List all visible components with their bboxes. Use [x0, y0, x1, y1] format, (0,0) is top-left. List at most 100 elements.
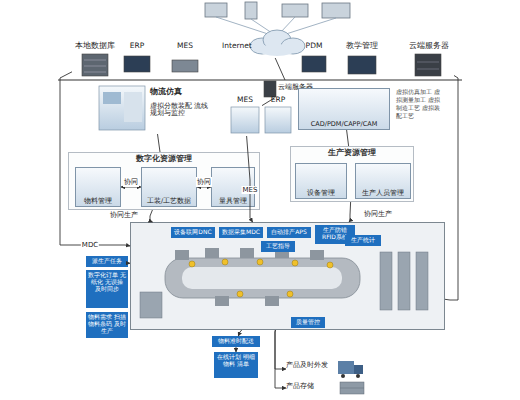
node-text: 虚拟仿真加工 虚拟测量加工 虚拟制造工艺 虚拟装配工艺 [396, 88, 442, 120]
tag-box: 物料准时配送 [212, 336, 260, 347]
tag-box: 质量管控 [291, 317, 325, 328]
machine [175, 250, 189, 260]
node-text: 本地数据库 [72, 42, 118, 51]
machines [175, 248, 324, 306]
node-text: 物流仿真 [150, 88, 210, 97]
node-text: 设备管理 [307, 190, 335, 197]
panel-art [99, 86, 291, 133]
node-text: 教学管理 [340, 42, 384, 51]
node-text: 设备联网DNC [173, 228, 213, 235]
delivery-icons [338, 361, 364, 394]
screen-panel: CAD/PDM/CAPP/CAM [298, 88, 390, 130]
wire [286, 18, 336, 34]
machine [240, 248, 254, 258]
shelves [140, 252, 428, 318]
screenshot [99, 86, 145, 130]
group-box: 生产资源管理设备管理生产人员管理 [290, 146, 414, 202]
rack-line [340, 388, 364, 389]
tag-box: 在线计划 明细物料 清单 [214, 352, 258, 378]
wire [251, 19, 272, 33]
storage-rack [340, 382, 364, 394]
connector [158, 134, 161, 152]
text-box: 产品存储 [286, 381, 366, 395]
screen-panel: 工装/工艺数据 [141, 167, 197, 207]
node-text: 云端服务器 [404, 42, 454, 51]
device-icon-box: PDM [296, 42, 332, 78]
device-icon-box: 教学管理 [340, 42, 384, 78]
tag-box: 数字化订单 无纸化 无误操 及时同步 [86, 270, 128, 308]
node-text: 工装/工艺数据 [147, 198, 191, 205]
tag-box: 生产统计 [345, 235, 381, 246]
connector [349, 202, 351, 222]
truck-wheel [356, 374, 360, 378]
monitor-icon [302, 56, 326, 72]
node-text: ERP [262, 96, 294, 105]
machine [205, 248, 219, 258]
tag-box: 设备联网DNC [171, 227, 215, 238]
floor-fill [131, 223, 444, 329]
node-text: 产品存储 [286, 383, 366, 390]
connector [128, 263, 130, 264]
screen-panel: 设备管理 [295, 163, 347, 199]
screen-panel: 生产人员管理 [355, 163, 411, 199]
shelf [140, 292, 162, 318]
device-icon [282, 4, 308, 17]
node-text: 派生产任务 [88, 257, 126, 264]
node-text: 物料管理 [84, 198, 112, 205]
group-box: 数字化资源管理物料管理 工装/工艺数据 量具管理 [68, 152, 260, 210]
server-rack [415, 54, 441, 76]
device-icon [322, 3, 350, 18]
rack-line [84, 72, 106, 73]
monitor-icon [124, 56, 150, 72]
connector [60, 72, 130, 246]
device-icon-box: MES [166, 42, 204, 78]
worker [257, 259, 263, 265]
node-text: 产品及时外发 [286, 362, 366, 369]
rack-line [84, 66, 106, 67]
rack-line [417, 69, 439, 70]
connector [275, 330, 286, 369]
node-text: 自动排产APS [269, 228, 309, 235]
top-devices [205, 2, 350, 19]
node-text: 生产人员管理 [362, 190, 404, 197]
connector [247, 136, 253, 222]
shelf [416, 252, 428, 310]
node-text: 虚拟分散装配 流线规划与监控 [150, 103, 210, 118]
node-text: ERP [118, 42, 156, 51]
workshop-floor: 设备联网DNC数据采集MDC自动排产APS生产防错 RFID系统工艺指导生产统计… [130, 222, 445, 330]
node-text: 质量管控 [293, 318, 323, 325]
truck-cab [354, 365, 363, 374]
node-text: 生产统计 [347, 236, 379, 243]
machine [215, 296, 229, 306]
screen-panel: 量具管理 [211, 167, 255, 207]
screenshot-part [103, 92, 121, 104]
connector [275, 330, 286, 388]
node-text: MES [166, 42, 204, 51]
connector [236, 347, 237, 352]
connector [275, 58, 285, 80]
worker [292, 260, 298, 266]
conveyor-inner [182, 267, 342, 289]
node-text: Internet [222, 42, 316, 51]
workshop-art [131, 223, 444, 329]
connector [197, 187, 211, 188]
tag-box: 工艺指导 [261, 241, 295, 252]
truck-body [338, 361, 354, 374]
worker [287, 291, 293, 297]
shelf [380, 252, 392, 310]
device-icon-box: ERP [118, 42, 156, 78]
device-icon-box: 云端服务器 [404, 42, 454, 78]
worker [189, 261, 195, 267]
shelf [398, 252, 410, 310]
worker [237, 291, 243, 297]
node-text: 数字化资源管理 [69, 153, 259, 164]
connector [121, 187, 141, 188]
connector [238, 330, 241, 336]
node-text: 数据采集MDC [221, 228, 261, 235]
screen-panel: 物流仿真虚拟分散装配 流线规划与监控 [96, 84, 212, 134]
tag-box: 自动排产APS [267, 227, 311, 238]
workers [189, 259, 333, 297]
tag-box: 数据采集MDC [219, 227, 263, 238]
